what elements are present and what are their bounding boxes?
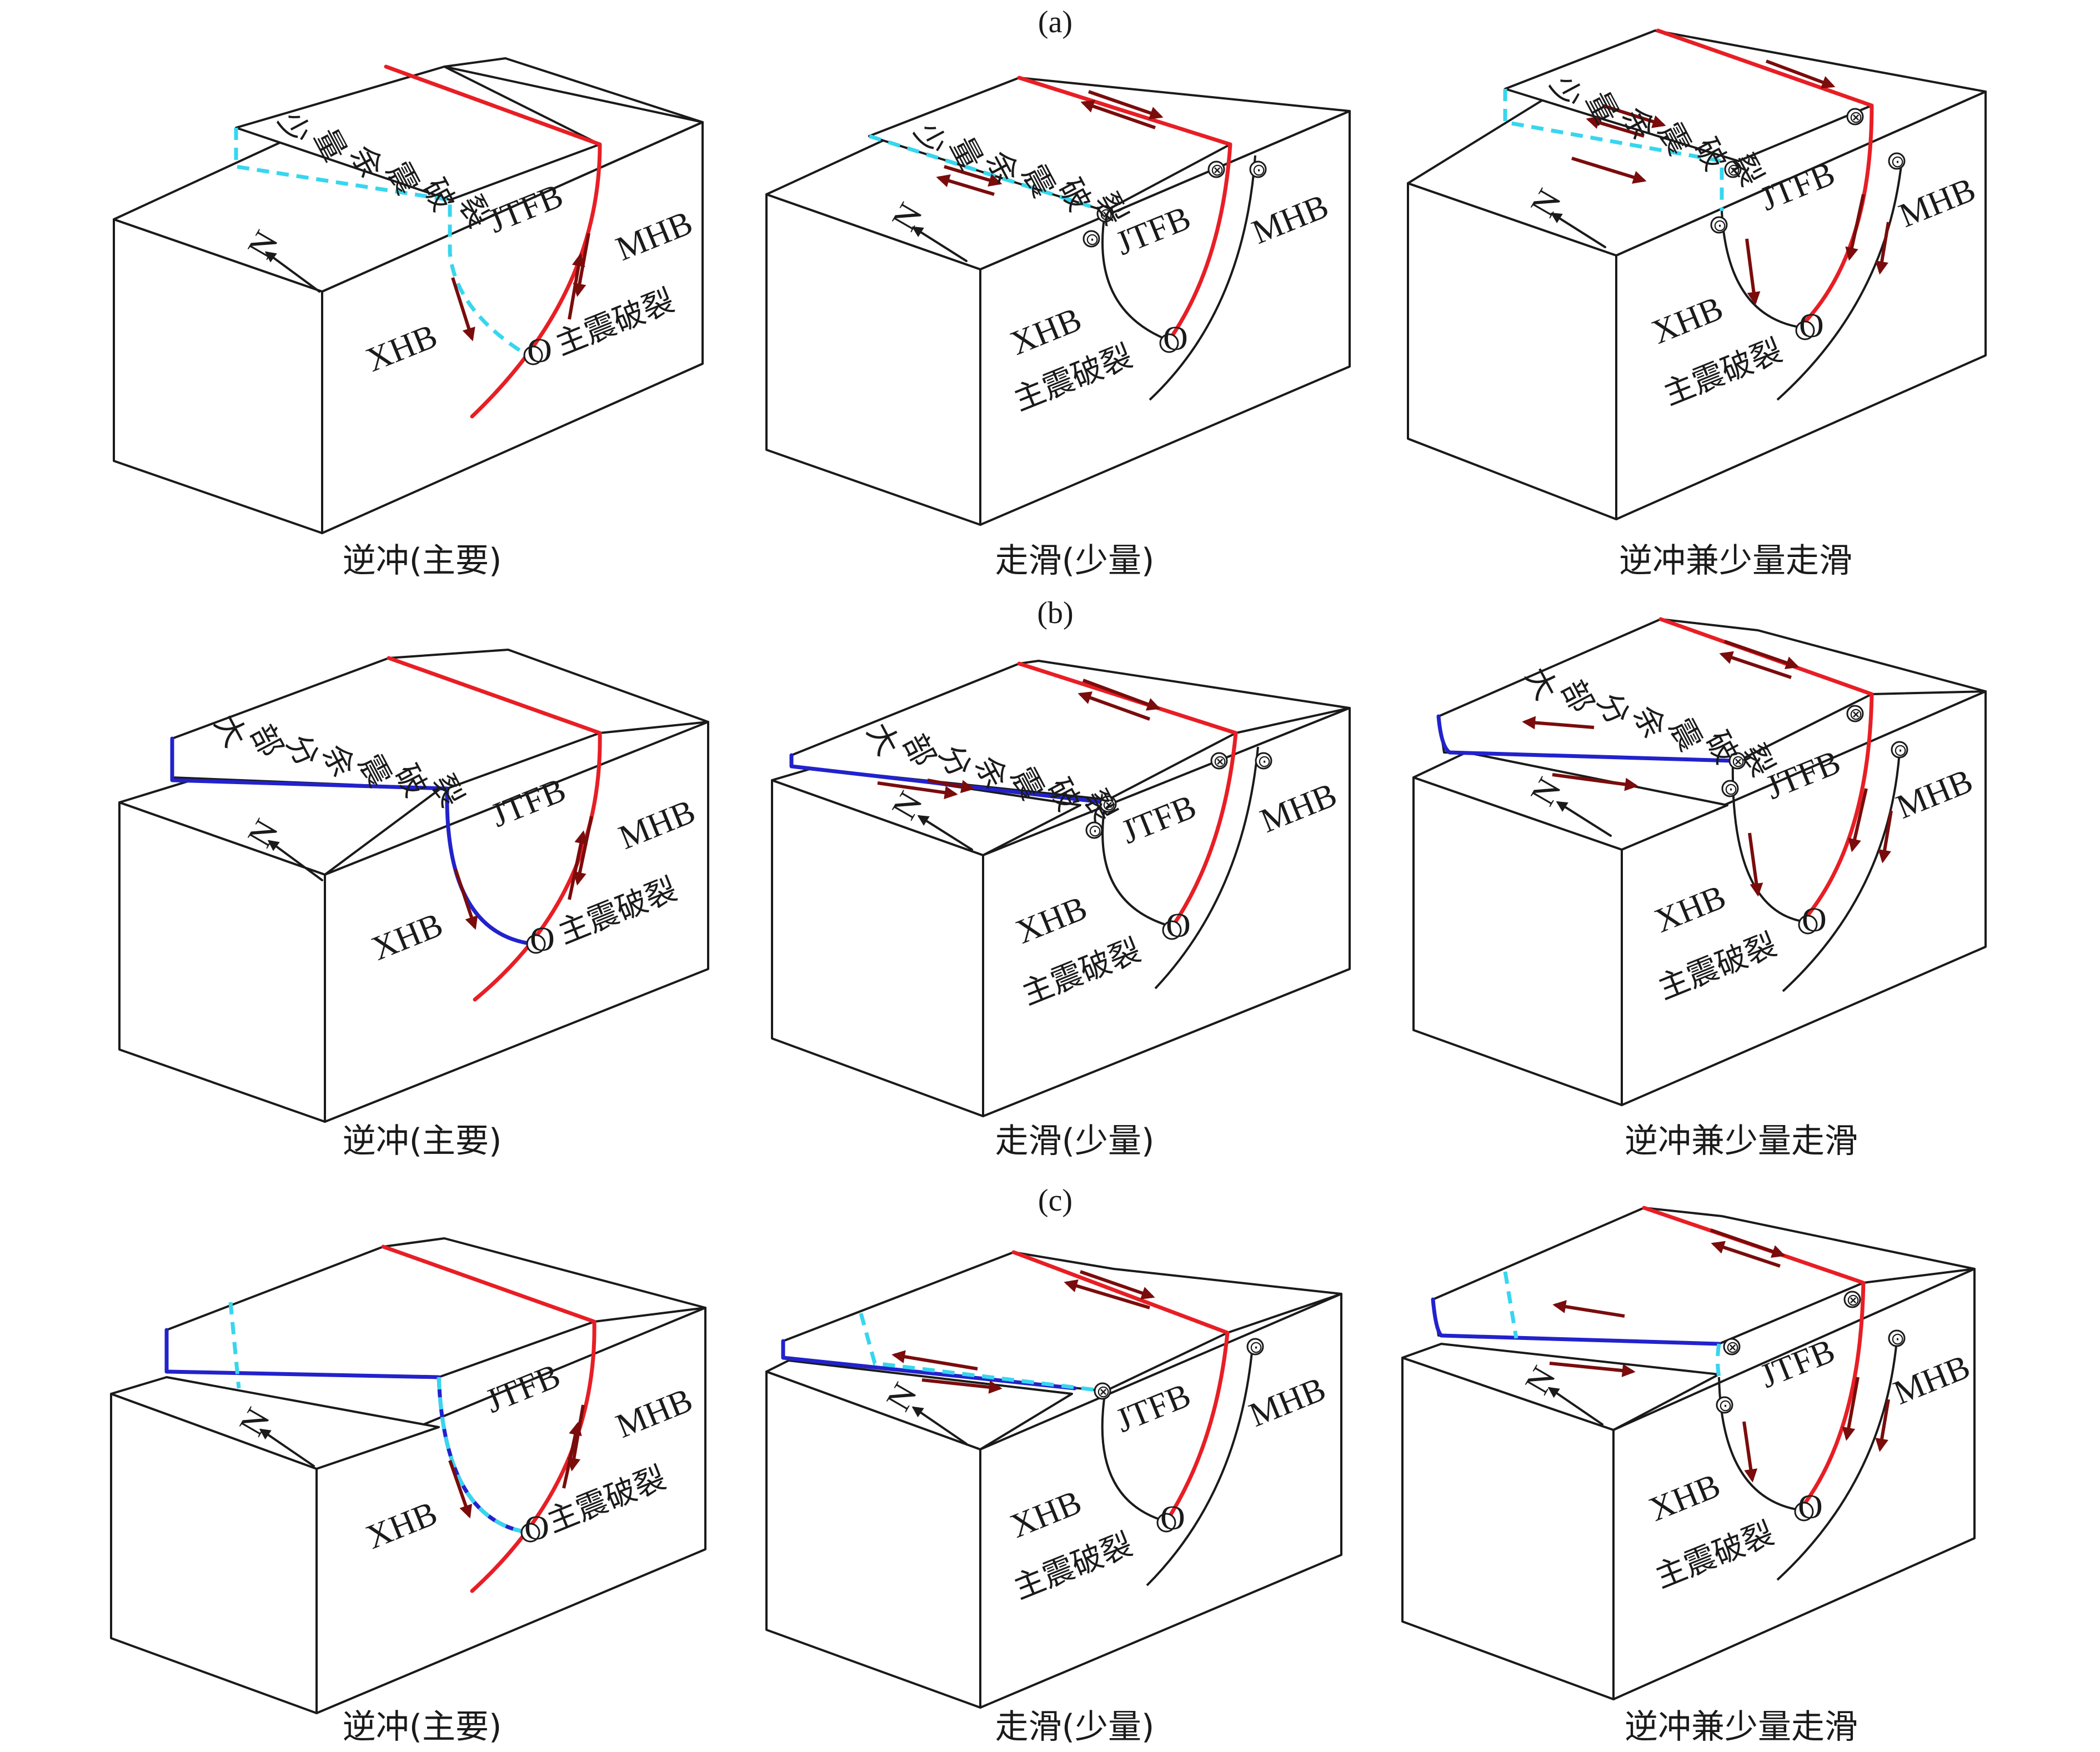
mainshock-rupture-trace bbox=[1017, 76, 1232, 347]
svg-text:⊗: ⊗ bbox=[1099, 205, 1113, 224]
caption-b1: 逆冲(主要) bbox=[343, 1122, 502, 1161]
caption-c1: 逆冲(主要) bbox=[343, 1708, 502, 1746]
block-b3: ⊗ ⊙ ⊗ ⊙ JTFB MHB XHB 主震破裂 N 大 部 分 余 震 破 … bbox=[1412, 617, 1987, 1106]
block-b2: ⊗ ⊙ ⊗ ⊙ JTFB MHB XHB 主震破裂 N 大 部 分 余 震 破 … bbox=[771, 660, 1351, 1117]
svg-text:⊗: ⊗ bbox=[1213, 752, 1227, 771]
svg-text:⊙: ⊙ bbox=[1893, 741, 1907, 760]
caption-a1: 逆冲(主要) bbox=[343, 541, 502, 580]
svg-text:⊙: ⊙ bbox=[1249, 1338, 1263, 1357]
aftershock-rupture-trace bbox=[1503, 89, 1724, 211]
caption-a2: 走滑(少量) bbox=[995, 541, 1155, 580]
aftershock-rupture-trace bbox=[868, 134, 1106, 213]
svg-text:⊙: ⊙ bbox=[1891, 152, 1904, 172]
svg-text:⊗: ⊗ bbox=[1849, 705, 1863, 724]
svg-text:⊗: ⊗ bbox=[1096, 1382, 1110, 1402]
aftershock-rupture-trace bbox=[789, 753, 1107, 805]
svg-text:⊙: ⊙ bbox=[1713, 216, 1727, 235]
caption-c2: 走滑(少量) bbox=[995, 1708, 1155, 1746]
aftershock-rupture-trace-dashed bbox=[859, 1313, 1106, 1393]
hypocenter-origin-label: O bbox=[1166, 907, 1191, 945]
block-a1: JTFB MHB XHB 主震破裂 N 少 量 余 震 破 裂 O bbox=[113, 57, 704, 534]
svg-text:⊙: ⊙ bbox=[1085, 230, 1099, 249]
north-arrow bbox=[917, 815, 973, 851]
north-arrow bbox=[1547, 1387, 1603, 1425]
aftershock-rupture-trace-solid bbox=[781, 1339, 1077, 1390]
svg-text:⊗: ⊗ bbox=[1726, 1338, 1740, 1357]
svg-text:⊙: ⊙ bbox=[1718, 1396, 1732, 1415]
hypocenter-origin-label: O bbox=[1799, 307, 1824, 345]
north-arrow bbox=[1550, 212, 1606, 248]
north-arrow bbox=[267, 840, 323, 881]
aftershock-rupture-trace bbox=[1436, 714, 1735, 763]
hypocenter-origin-label: O bbox=[1802, 901, 1827, 939]
mainshock-rupture-trace bbox=[1017, 661, 1238, 930]
block-a2: ⊗ ⊙ ⊗ ⊙ JTFB MHB XHB 主震破裂 N 少 量 余 震 破 裂 … bbox=[765, 76, 1351, 526]
aftershock-rupture-trace-dashed bbox=[1503, 1271, 1721, 1378]
block-a3: ⊗ ⊗ ⊙ ⊙ JTFB MHB XHB 主震破裂 N 少 量 余 震 破 裂 … bbox=[1407, 28, 1987, 520]
block-c3: ⊗ ⊙ ⊗ ⊙ JTFB MHB XHB 主震破裂 N O bbox=[1401, 1206, 1976, 1700]
hypocenter-origin-label: O bbox=[1160, 1499, 1185, 1537]
hypocenter-origin-label: O bbox=[530, 921, 555, 958]
svg-text:⊗: ⊗ bbox=[1846, 1291, 1860, 1310]
svg-text:⊙: ⊙ bbox=[1252, 160, 1266, 180]
aftershock-rupture-trace bbox=[234, 128, 529, 357]
mainshock-rupture-trace bbox=[387, 656, 602, 1002]
north-arrow bbox=[259, 1428, 315, 1467]
aftershock-rupture-trace-solid bbox=[1431, 1297, 1721, 1346]
svg-text:⊙: ⊙ bbox=[1257, 752, 1271, 771]
block-b1: JTFB MHB XHB 主震破裂 N 大 部 分 余 震 破 裂 O bbox=[118, 649, 709, 1123]
north-arrow bbox=[911, 1406, 968, 1445]
mainshock-rupture-trace bbox=[1011, 1250, 1230, 1524]
svg-text:⊙: ⊙ bbox=[1891, 1329, 1904, 1349]
svg-text:⊙: ⊙ bbox=[1088, 821, 1102, 841]
panel-label-c: (c) bbox=[1038, 1183, 1072, 1218]
block-c2: ⊙ ⊗ JTFB MHB XHB 主震破裂 N O bbox=[765, 1250, 1342, 1709]
caption-a3: 逆冲兼少量走滑 bbox=[1619, 541, 1852, 580]
aftershock-rupture-trace-dashed bbox=[228, 1302, 531, 1535]
svg-text:⊗: ⊗ bbox=[1102, 795, 1116, 815]
svg-text:⊙: ⊙ bbox=[1724, 780, 1738, 799]
mainshock-rupture-trace bbox=[384, 64, 602, 419]
caption-b3: 逆冲兼少量走滑 bbox=[1625, 1122, 1858, 1161]
caption-b2: 走滑(少量) bbox=[995, 1122, 1155, 1161]
svg-text:⊗: ⊗ bbox=[1849, 108, 1863, 127]
north-arrow bbox=[1556, 801, 1612, 837]
panel-label-b: (b) bbox=[1037, 596, 1073, 630]
mainshock-rupture-trace bbox=[1642, 1206, 1866, 1513]
svg-text:⊗: ⊗ bbox=[1727, 160, 1741, 180]
svg-text:⊗: ⊗ bbox=[1210, 160, 1224, 180]
hypocenter-origin-label: O bbox=[524, 1509, 549, 1547]
mainshock-rupture-trace bbox=[1658, 617, 1874, 924]
north-arrow bbox=[911, 226, 968, 262]
caption-c3: 逆冲兼少量走滑 bbox=[1625, 1708, 1858, 1746]
block-c1: JTFB MHB XHB 主震破裂 N O bbox=[110, 1237, 706, 1714]
hypocenter-origin-label: O bbox=[1163, 320, 1188, 358]
hypocenter-origin-label: O bbox=[527, 332, 552, 370]
panel-label-a: (a) bbox=[1038, 5, 1072, 39]
svg-text:⊗: ⊗ bbox=[1731, 752, 1745, 771]
hypocenter-origin-label: O bbox=[1798, 1488, 1823, 1526]
north-arrow bbox=[264, 251, 320, 293]
